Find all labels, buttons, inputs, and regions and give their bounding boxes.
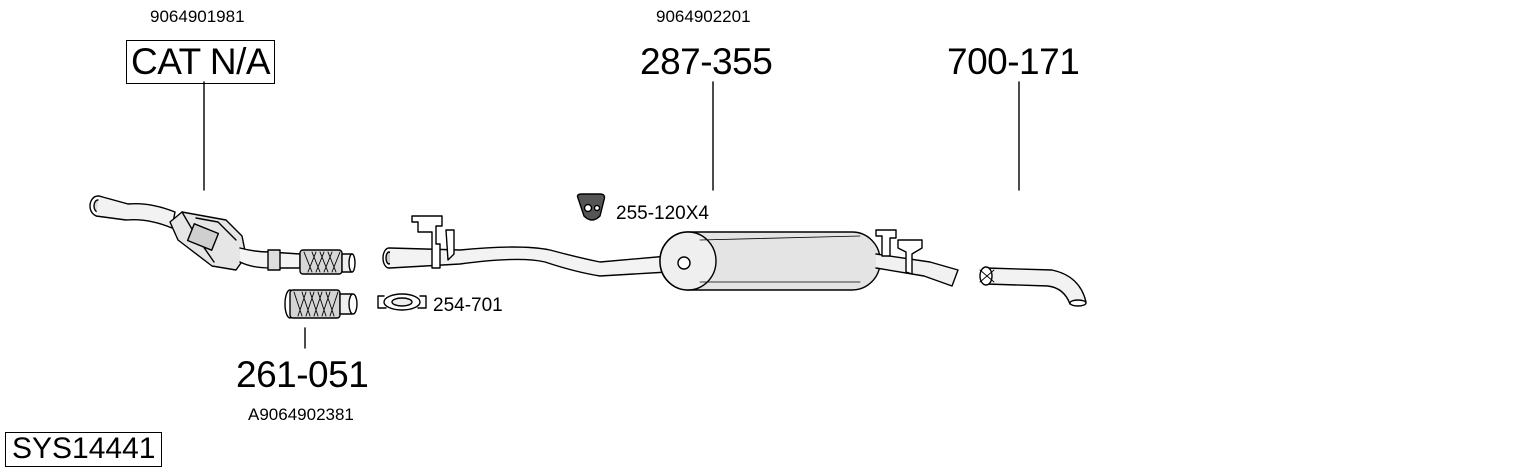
catalytic-converter-icon[interactable] [89,195,356,275]
cat-oem-number: 9064901981 [150,7,245,26]
flex-pipe-part-label[interactable]: 261-051 [236,354,369,395]
rubber-hanger-icon[interactable] [576,193,606,221]
system-id-badge: SYS14441 [5,432,163,467]
tail-pipe-part-label[interactable]: 700-171 [947,41,1080,82]
hanger-part-label[interactable]: 255-120X4 [616,203,709,224]
middle-pipe-icon[interactable] [382,215,669,277]
muffler-part-label[interactable]: 287-355 [640,41,773,82]
flex-pipe-oem-number: A9064902381 [248,405,354,424]
tail-pipe-icon[interactable] [979,266,1087,307]
clamp-part-label[interactable]: 254-701 [433,295,503,316]
muffler-oem-number: 9064902201 [656,7,751,26]
muffler-icon[interactable] [659,229,959,291]
cat-part-label[interactable]: CAT N/A [126,40,276,84]
flex-pipe-icon[interactable] [284,289,358,319]
clamp-icon[interactable] [377,293,427,311]
